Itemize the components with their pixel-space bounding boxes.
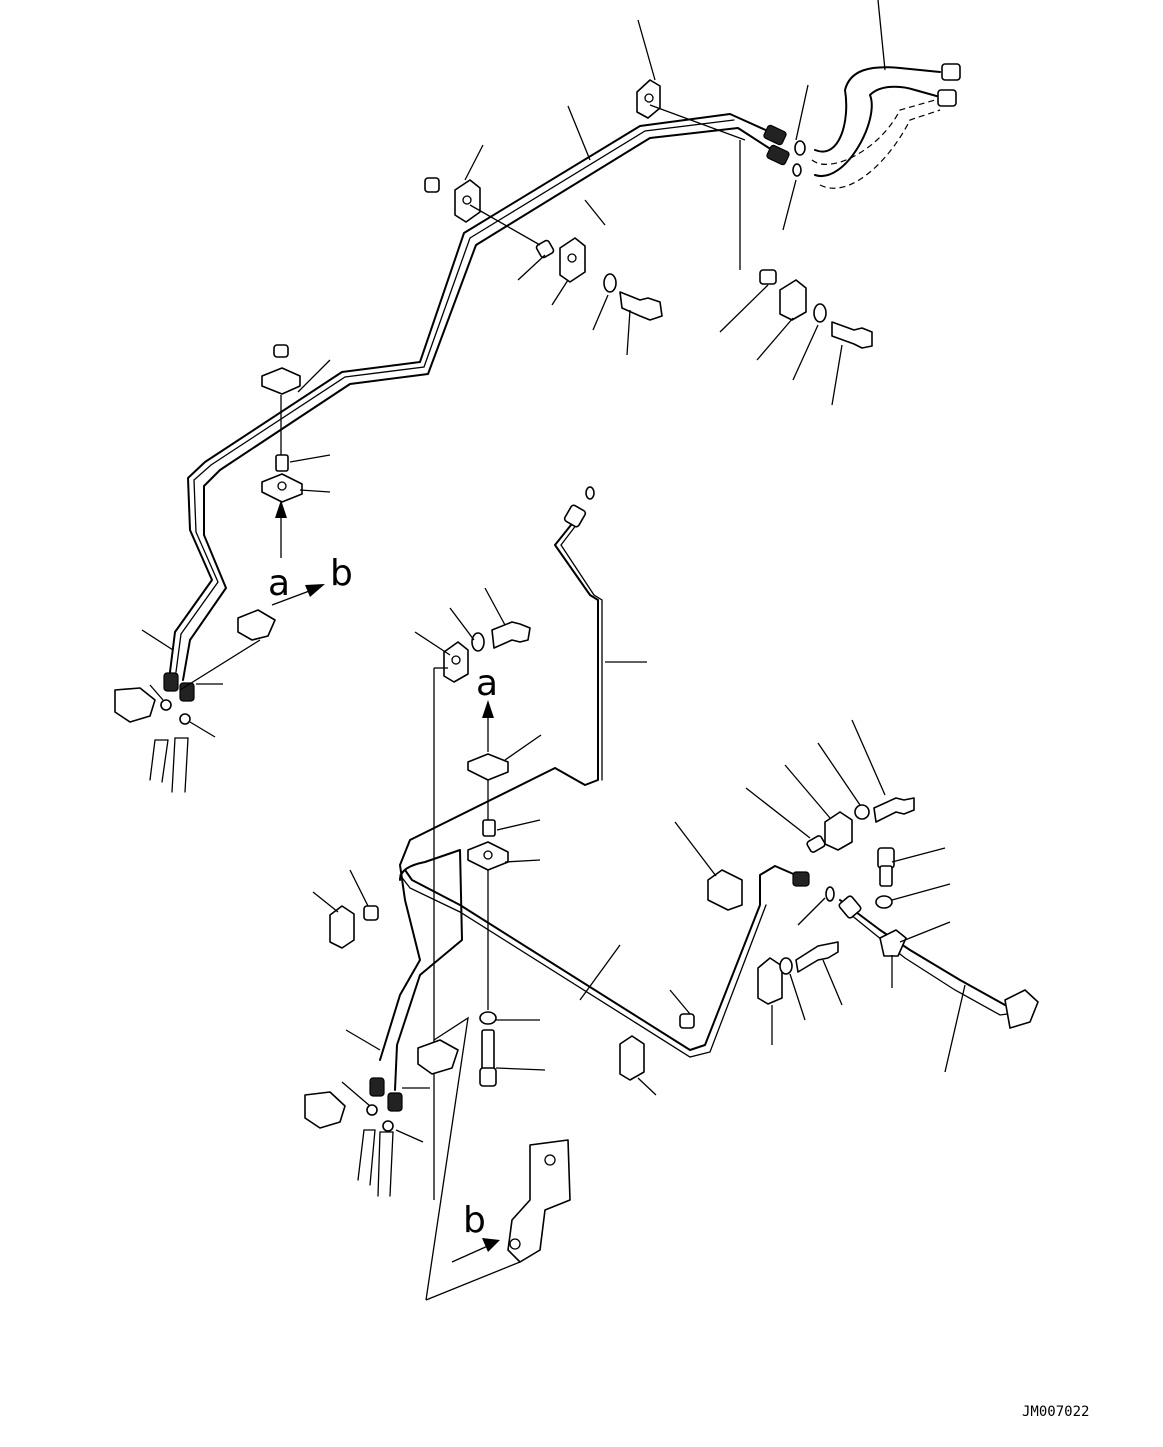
upper-connectors [160, 124, 806, 725]
upper-view-arrow [271, 500, 325, 606]
view-label-a-upper: a [268, 563, 290, 604]
upper-leader-lines [141, 0, 886, 738]
upper-tube-assembly [169, 113, 773, 681]
upper-left-fittings [114, 609, 276, 793]
lower-connectors [366, 486, 1039, 1132]
view-label-b-upper: b [330, 553, 353, 594]
view-label-b-lower: b [463, 1200, 486, 1241]
lower-left-fittings [304, 1039, 459, 1197]
bracket-view-b [425, 1016, 571, 1301]
middle-view-arrow [482, 700, 494, 752]
lower-tube-assembly [379, 519, 1026, 1091]
lower-clamps [329, 621, 915, 1200]
upper-hose-pair [811, 63, 961, 189]
upper-clamps [261, 79, 873, 503]
drawing-code: JM007022 [1022, 1404, 1089, 1420]
view-label-a-middle: a [476, 663, 498, 704]
lower-leader-lines [312, 587, 966, 1143]
